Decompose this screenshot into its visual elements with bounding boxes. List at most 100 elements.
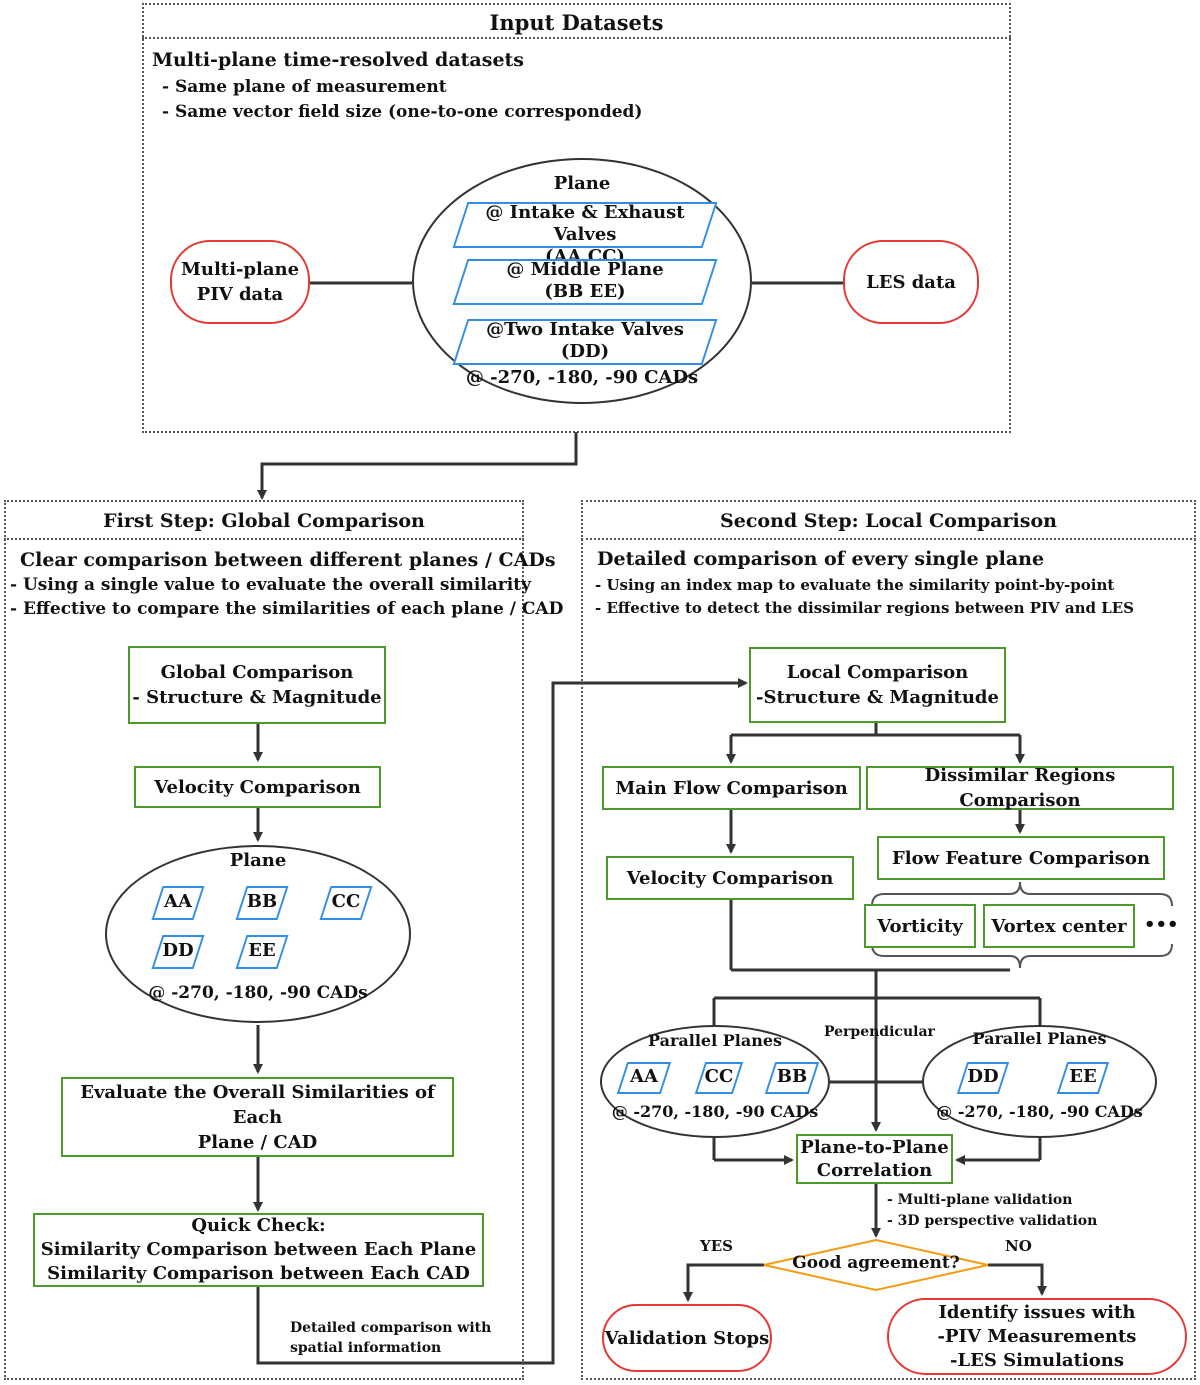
decision-diamond	[763, 1238, 989, 1292]
local-comparison-box: Local Comparison -Structure & Magnitude	[749, 647, 1006, 723]
plane-bb-2: BB	[770, 1062, 814, 1094]
les-data-label: LES data	[866, 271, 956, 293]
input-plane-middle: @ Middle Plane (BB EE)	[460, 259, 710, 305]
validation-note-1: - Multi-plane validation	[887, 1192, 1073, 1208]
plane-aa-2-label: AA	[630, 1066, 658, 1087]
issues-line-1: Identify issues with	[938, 1301, 1136, 1323]
evaluate-line-1: Evaluate the Overall Similarities of Eac…	[80, 1081, 435, 1128]
validation-notes: - Multi-plane validation - 3D perspectiv…	[887, 1190, 1097, 1232]
local-comparison-line-1: Local Comparison	[786, 662, 969, 683]
plane-ee-label: EE	[248, 940, 276, 961]
plane-ee-2-label: EE	[1069, 1066, 1097, 1087]
plane-bb-label: BB	[246, 891, 278, 912]
input-subtitle: Multi-plane time-resolved datasets	[152, 49, 525, 71]
plane-correlation-box: Plane-to-Plane Correlation	[796, 1134, 953, 1184]
no-label: NO	[1005, 1237, 1032, 1255]
quick-check-line-1: Quick Check:	[191, 1215, 326, 1236]
correlation-line-2: Correlation	[816, 1160, 933, 1181]
velocity-comparison-box-1: Velocity Comparison	[134, 766, 381, 808]
velocity-comparison-label: Velocity Comparison	[626, 867, 834, 889]
perpendicular-label: Perpendicular	[824, 1024, 935, 1040]
quick-check-line-3: Similarity Comparison between Each CAD	[47, 1263, 470, 1284]
plane-dd-label: DD	[162, 940, 194, 961]
validation-note-2: - 3D perspective validation	[887, 1213, 1098, 1229]
input-plane-intake-exhaust: @ Intake & Exhaust Valves (AA CC)	[460, 202, 710, 267]
evaluate-similarities-box: Evaluate the Overall Similarities of Eac…	[61, 1077, 454, 1157]
plane-aa: AA	[157, 886, 199, 920]
plane-dd-2-label: DD	[967, 1066, 999, 1087]
plane-line-1: @Two Intake Valves	[486, 319, 684, 340]
flow-feature-label: Flow Feature Comparison	[891, 847, 1151, 869]
plane-dd-2: DD	[962, 1062, 1004, 1094]
decision-label: Good agreement?	[792, 1253, 960, 1273]
flow-feature-comparison-box: Flow Feature Comparison	[877, 836, 1165, 880]
second-step-divider	[581, 538, 1196, 540]
input-bullet-2: - Same vector field size (one-to-one cor…	[162, 102, 643, 122]
yes-label: YES	[700, 1237, 733, 1255]
plane-cc-2-label: CC	[704, 1066, 734, 1087]
issues-line-3: -LES Simulations	[950, 1349, 1124, 1371]
plane-dd: DD	[157, 935, 199, 969]
plane-line-1: @ Intake & Exhaust Valves	[485, 202, 685, 245]
plane-cc-label: CC	[331, 891, 361, 912]
plane-line-2: (DD)	[560, 341, 610, 362]
first-step-panel	[4, 500, 524, 1380]
vorticity-box: Vorticity	[864, 904, 976, 948]
validation-stops-label: Validation Stops	[604, 1327, 770, 1349]
plane-bb: BB	[241, 886, 283, 920]
note-line-1: Detailed comparison with	[290, 1320, 492, 1336]
validation-stops-node: Validation Stops	[602, 1304, 772, 1372]
second-step-bullet-2: - Effective to detect the dissimilar reg…	[595, 599, 1135, 617]
vortex-center-box: Vortex center	[983, 904, 1135, 948]
local-comparison-line-2: -Structure & Magnitude	[756, 687, 999, 708]
right-parallel-planes-label: Parallel Planes	[972, 1029, 1107, 1048]
detailed-comparison-note: Detailed comparison with spatial informa…	[290, 1318, 491, 1358]
input-title-divider	[142, 37, 1011, 39]
second-step-bullet-1: - Using an index map to evaluate the sim…	[595, 576, 1115, 594]
first-step-subtitle: Clear comparison between different plane…	[20, 549, 556, 571]
vortex-center-label: Vortex center	[991, 915, 1127, 937]
first-step-bullet-1: - Using a single value to evaluate the o…	[10, 575, 531, 595]
piv-data-line-2: PIV data	[196, 284, 284, 305]
input-cads: @ -270, -180, -90 CADs	[465, 367, 699, 388]
input-title: Input Datasets	[489, 10, 664, 35]
correlation-line-1: Plane-to-Plane	[800, 1137, 949, 1158]
issues-line-2: -PIV Measurements	[937, 1325, 1137, 1347]
velocity-comparison-box-2: Velocity Comparison	[606, 856, 854, 900]
input-datasets-panel	[142, 3, 1011, 433]
plane-cc: CC	[325, 886, 367, 920]
plane-ee: EE	[241, 935, 283, 969]
quick-check-line-2: Similarity Comparison between Each Plane	[40, 1239, 477, 1260]
evaluate-line-2: Plane / CAD	[197, 1131, 318, 1153]
dissimilar-regions-box: Dissimilar Regions Comparison	[866, 765, 1174, 811]
second-step-panel	[581, 500, 1196, 1380]
first-step-divider	[4, 538, 524, 540]
identify-issues-node: Identify issues with -PIV Measurements -…	[887, 1298, 1187, 1375]
first-plane-ellipse	[105, 845, 411, 1023]
first-cads: @ -270, -180, -90 CADs	[148, 983, 368, 1003]
plane-cc-2: CC	[700, 1062, 738, 1094]
dissimilar-regions-label: Dissimilar Regions Comparison	[924, 765, 1116, 811]
piv-data-line-1: Multi-plane	[180, 259, 300, 280]
left-cads: @ -270, -180, -90 CADs	[611, 1102, 819, 1121]
input-plane-label: Plane	[553, 173, 611, 194]
plane-aa-label: AA	[164, 891, 192, 912]
note-line-2: spatial information	[290, 1340, 442, 1356]
right-cads: @ -270, -180, -90 CADs	[936, 1102, 1143, 1121]
second-step-title: Second Step: Local Comparison	[720, 510, 1057, 532]
main-flow-label: Main Flow Comparison	[615, 777, 848, 799]
second-step-subtitle: Detailed comparison of every single plan…	[597, 548, 1045, 570]
les-data-node: LES data	[843, 240, 979, 324]
plane-aa-2: AA	[622, 1062, 666, 1094]
first-plane-label: Plane	[229, 850, 287, 871]
first-step-title: First Step: Global Comparison	[103, 510, 425, 532]
input-plane-two-intake: @Two Intake Valves (DD)	[460, 319, 710, 365]
input-bullet-1: - Same plane of measurement	[162, 77, 447, 97]
vorticity-label: Vorticity	[877, 915, 963, 937]
first-step-bullet-2: - Effective to compare the similarities …	[10, 599, 564, 619]
plane-bb-2-label: BB	[776, 1066, 808, 1087]
left-parallel-planes-label: Parallel Planes	[647, 1031, 783, 1050]
global-comparison-line-2: - Structure & Magnitude	[132, 687, 382, 708]
quick-check-box: Quick Check: Similarity Comparison betwe…	[33, 1213, 484, 1287]
